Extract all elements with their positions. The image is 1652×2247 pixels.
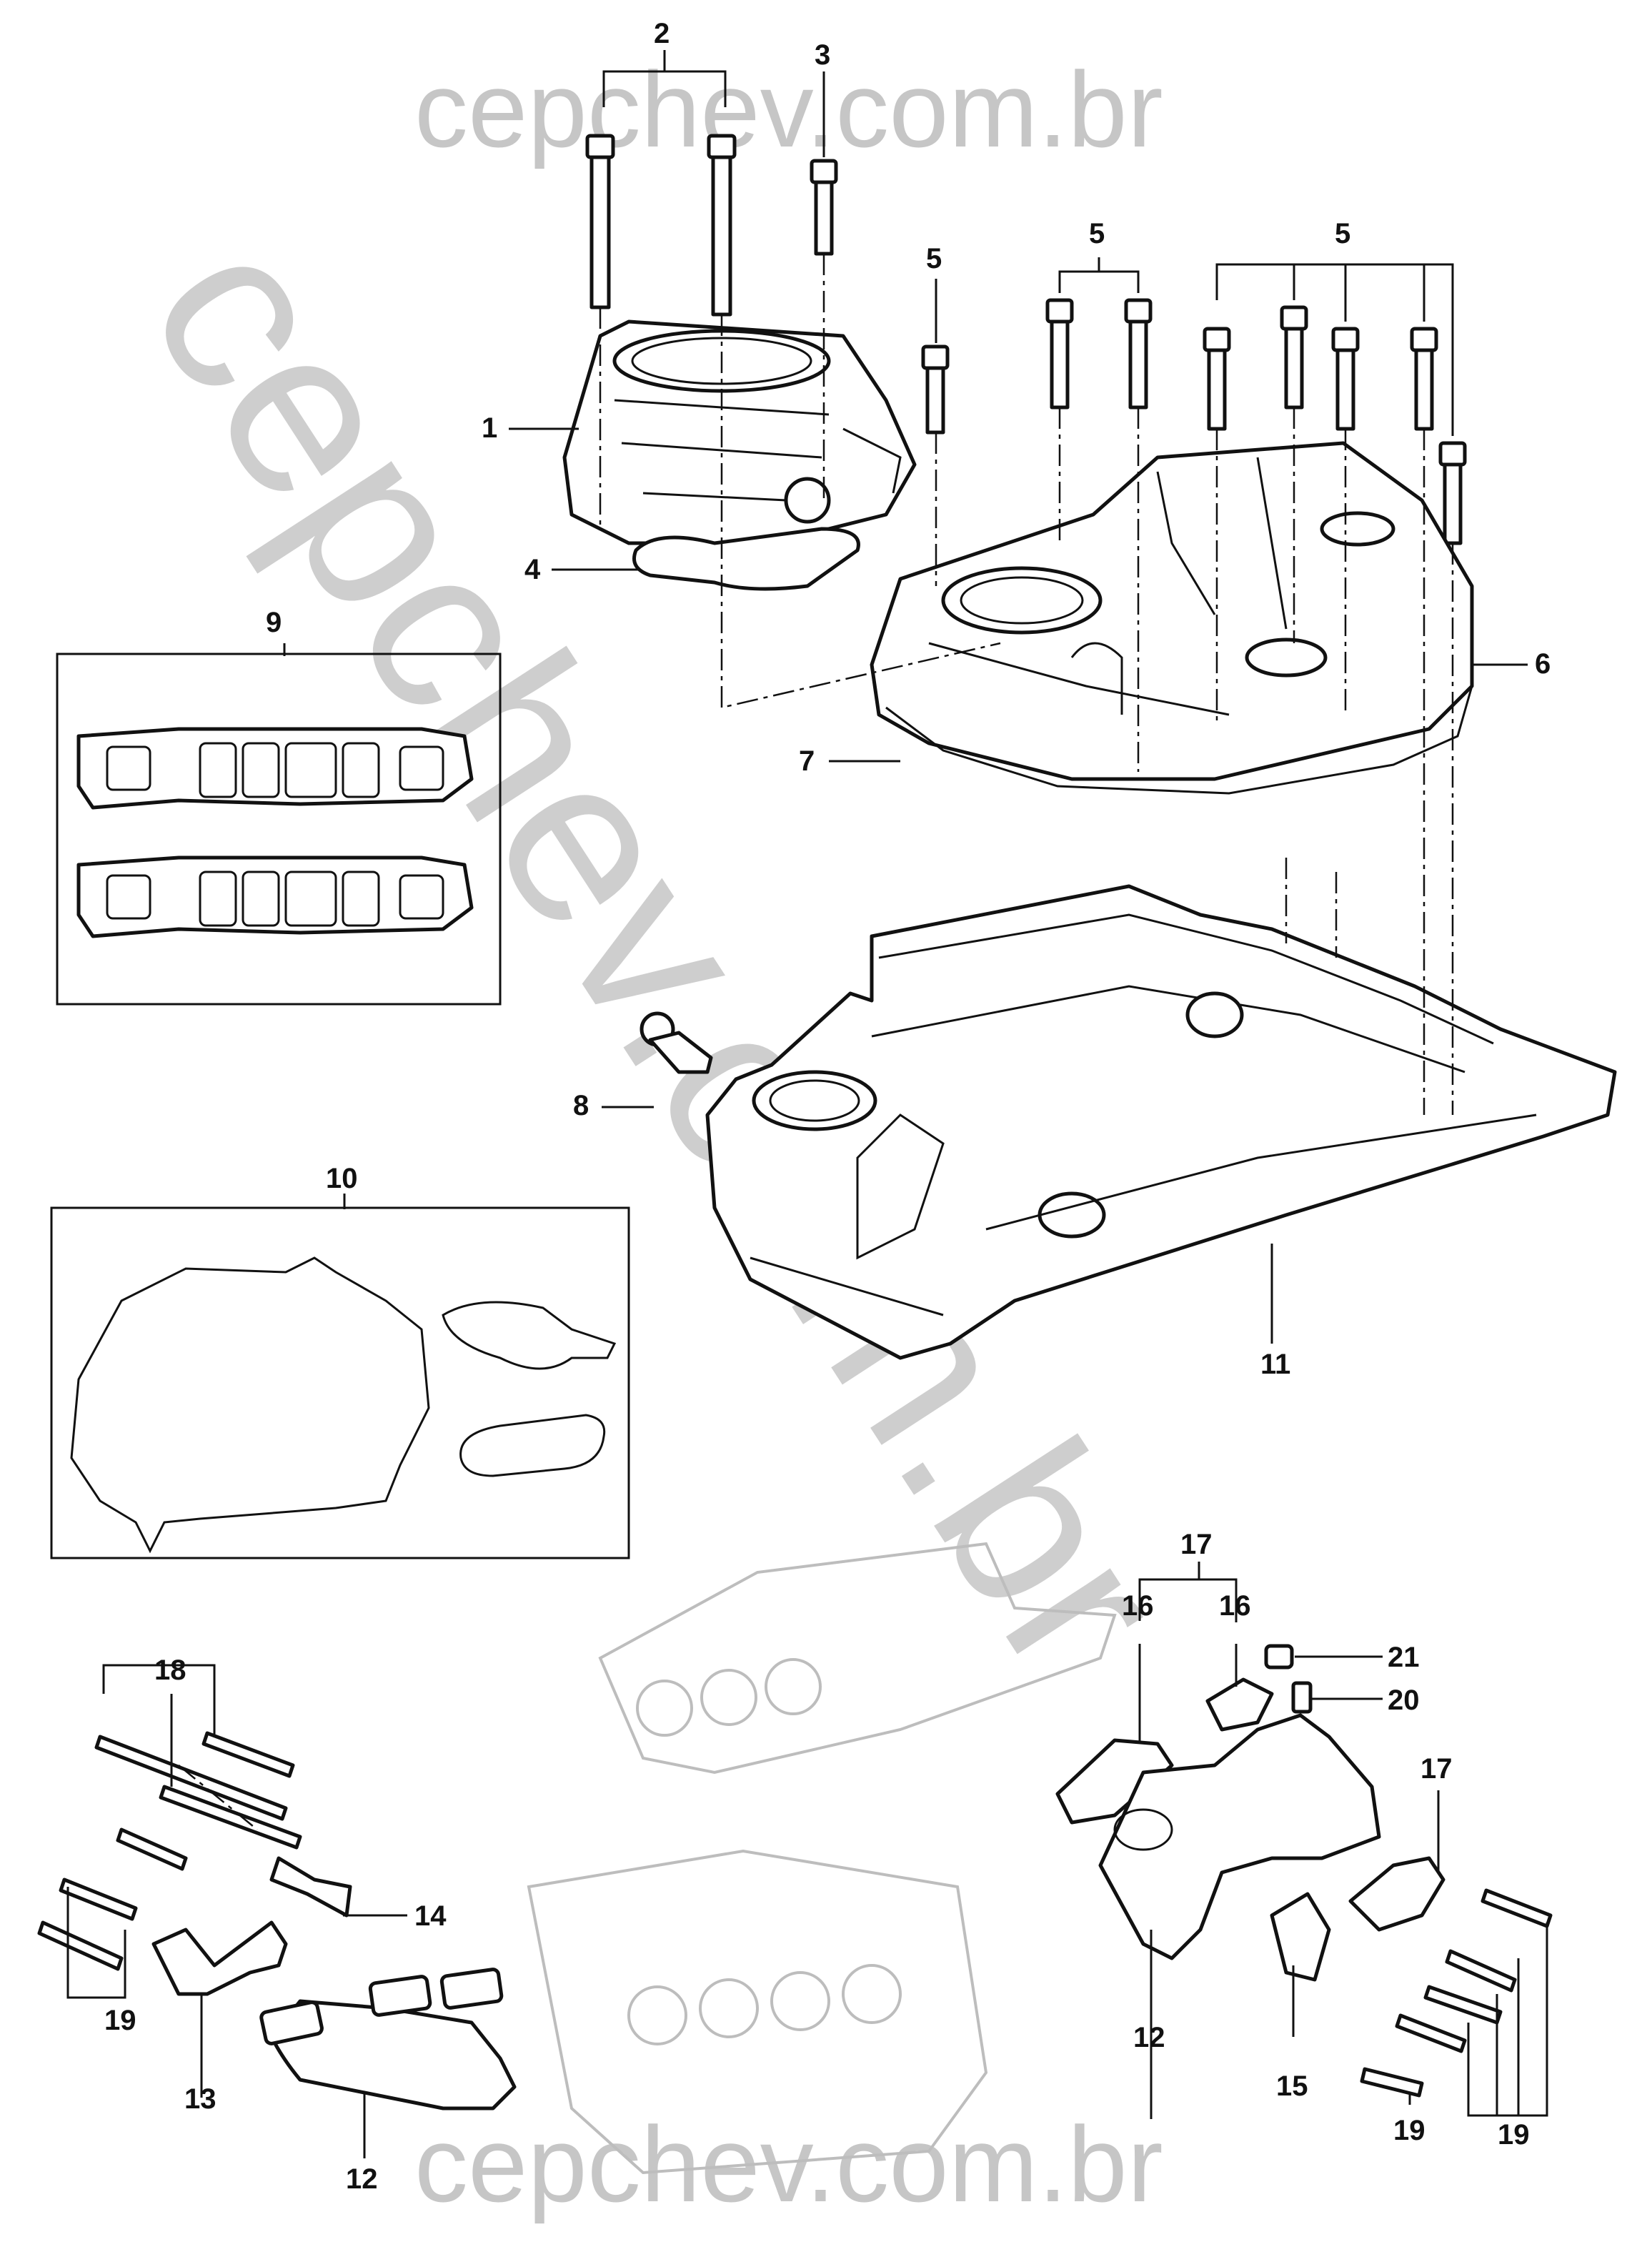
callout-3: 3 [815, 39, 830, 71]
callout-11: 9 [266, 607, 282, 638]
callout-17: 14 [414, 1900, 447, 1932]
gasket-10-medium [442, 1301, 617, 1370]
bolts-5 [921, 298, 1467, 545]
lower-intake-8 [705, 884, 1617, 1360]
bracket-16-left [151, 1920, 288, 1996]
callout-19: 19 [104, 2005, 136, 2036]
bolt-2-right [707, 134, 737, 317]
inset-box-11 [56, 653, 502, 1006]
gasket-4 [632, 527, 860, 591]
callout-4: 4 [524, 554, 541, 585]
sensor-20 [1291, 1681, 1313, 1714]
exhaust-manifold-12-right [1098, 1713, 1381, 1960]
throttle-body-1 [562, 319, 917, 545]
gasket-14 [1205, 1677, 1274, 1732]
callout-17: 15 [1276, 2070, 1308, 2102]
callout-6: 6 [1535, 648, 1551, 680]
callout-16: 13 [184, 2083, 217, 2115]
callout-5: 5 [1089, 218, 1105, 249]
callout-2: 2 [654, 18, 670, 49]
watermark-bottom: cepchev.com.br [414, 2104, 1163, 2224]
callout-8: 11 [1260, 1349, 1290, 1380]
callout-9: 8 [573, 1090, 589, 1121]
callout-21: 21 [1388, 1642, 1420, 1673]
exhaust-manifold-12-left [259, 1968, 517, 2110]
engine-block-ghost [527, 1542, 1117, 2175]
callout-19: 19 [1498, 2119, 1530, 2151]
inset-box-10 [50, 1206, 630, 1559]
callout-7: 7 [799, 745, 815, 777]
bolt-3 [810, 159, 838, 256]
bracket-16-right [1348, 1856, 1446, 1932]
gasket-13 [1055, 1738, 1174, 1825]
bolts-19-left [37, 1731, 302, 1971]
watermark-top: cepchev.com.br [414, 49, 1163, 169]
gasket-10-large [70, 1256, 430, 1554]
heat-shield-17-right [1270, 1892, 1331, 1982]
assembly-lines [178, 254, 1454, 1830]
callout-1: 1 [482, 412, 497, 444]
callout-13: 16 [1122, 1590, 1154, 1622]
gasket-10-small [459, 1414, 606, 1477]
upper-intake-6 [870, 441, 1474, 781]
callout-18: 19 [1393, 2115, 1425, 2146]
intake-gasket-11-upper [76, 727, 474, 810]
bolts-19-right [1395, 1888, 1553, 2053]
bolt-2-left [585, 134, 615, 309]
gasket-7 [885, 685, 1473, 795]
intake-gasket-11-lower [76, 855, 474, 938]
callout-5: 5 [926, 243, 942, 274]
callout-labels: 2 3 5 5 5 1 4 6 7 9 8 10 11 17 16 16 21 … [104, 18, 1551, 2195]
callout-14: 16 [1219, 1590, 1251, 1622]
leader-lines [66, 50, 1548, 2158]
callout-15: 17 [1180, 1529, 1213, 1560]
callout-10: 10 [326, 1163, 358, 1194]
bolt-18 [1360, 2067, 1424, 2098]
callout-12: 12 [346, 2163, 378, 2195]
callout-19: 18 [154, 1655, 186, 1686]
sensor-9 [640, 1011, 713, 1074]
callout-16: 17 [1420, 1753, 1453, 1785]
callout-12: 12 [1133, 2022, 1165, 2053]
callout-5: 5 [1335, 218, 1350, 249]
heat-shield-17-left [269, 1856, 352, 1918]
plug-21 [1264, 1644, 1294, 1670]
callout-20: 20 [1388, 1685, 1420, 1716]
